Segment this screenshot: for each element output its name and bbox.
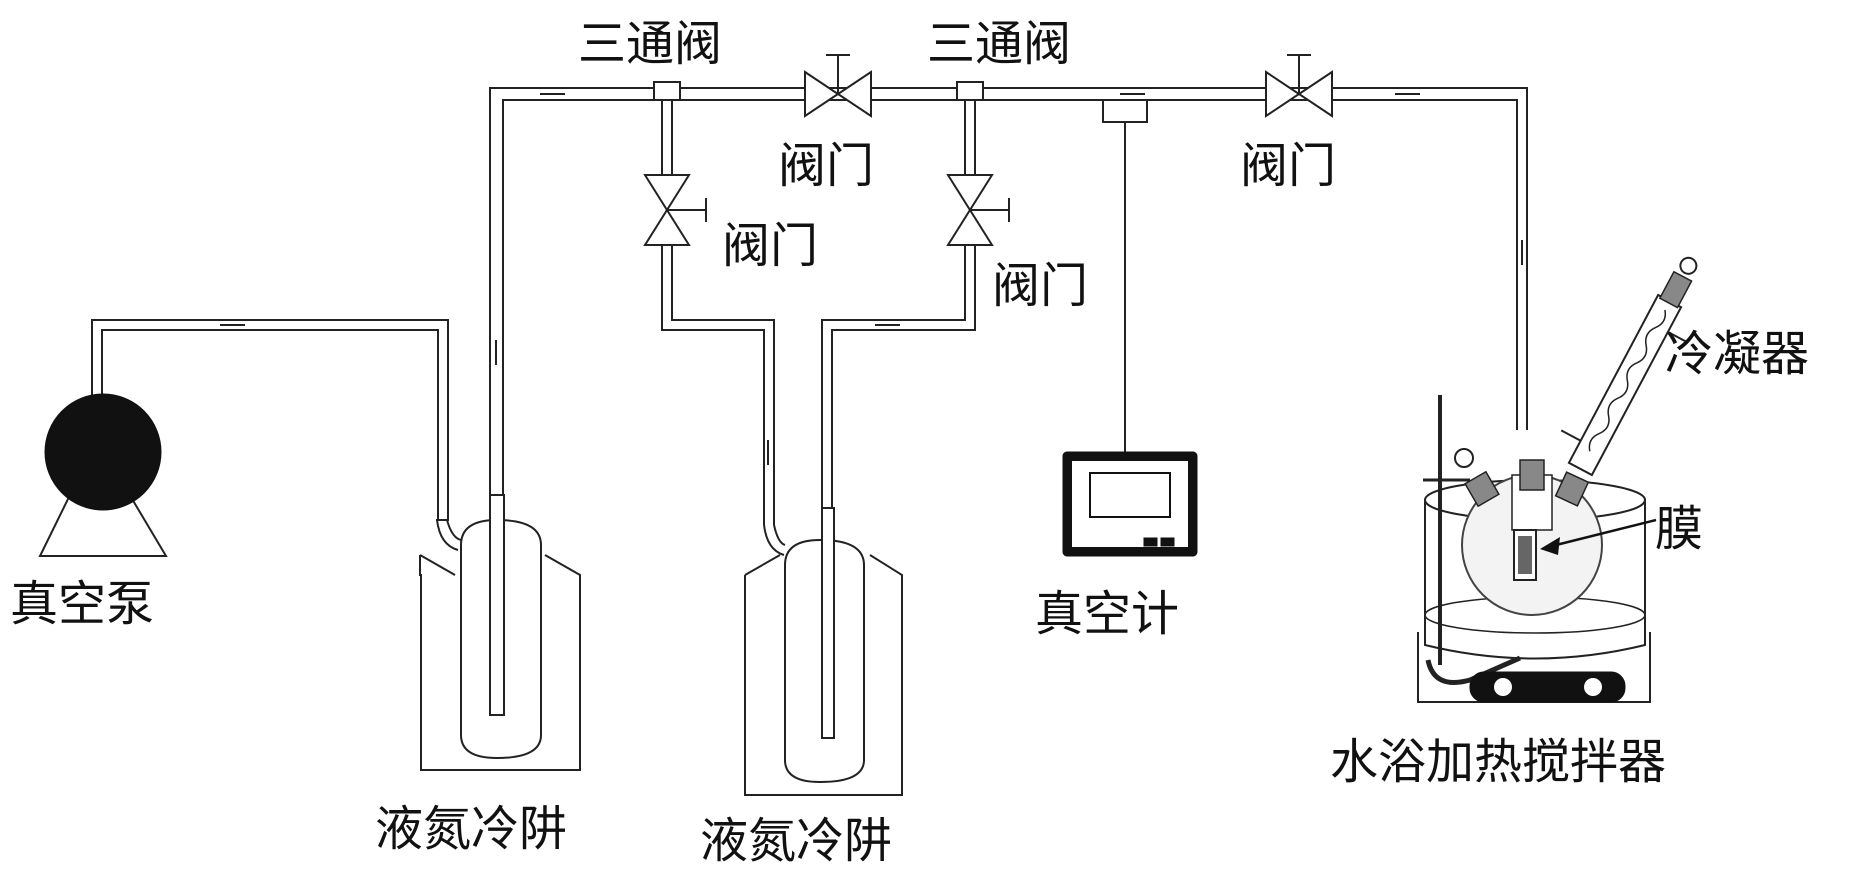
vacuum-pump-label: 真空泵: [10, 576, 154, 632]
valve-top-2-label: 阀门: [1240, 138, 1336, 194]
condenser-label: 冷凝器: [1665, 326, 1809, 382]
cold-trap-2-icon: [744, 507, 903, 796]
three-way-valve-2-label: 三通阀: [927, 16, 1071, 72]
pipe-network: [91, 87, 1528, 525]
three-way-valve-2-body: [956, 81, 984, 101]
valve-branch-1-symbol: [643, 174, 707, 246]
water-bath-stirrer-label: 水浴加热搅拌器: [1330, 734, 1666, 790]
cold-trap-1-icon: [419, 494, 581, 771]
three-way-valve-1-label: 三通阀: [578, 16, 722, 72]
three-way-valve-1-body: [653, 81, 681, 101]
valve-branch-1-label: 阀门: [722, 218, 818, 274]
cold-trap-1-label: 液氮冷阱: [375, 801, 567, 857]
vacuum-gauge-label: 真空计: [1035, 586, 1179, 642]
flow-arrow-marks: [220, 93, 1523, 465]
valve-branch-2-label: 阀门: [992, 258, 1088, 314]
cold-trap-2-label: 液氮冷阱: [700, 813, 892, 869]
gauge-tee-body: [1102, 99, 1148, 123]
valve-top-2-symbol: [1265, 54, 1333, 118]
vacuum-gauge-icon: [1062, 451, 1198, 557]
valve-top-1-symbol: [804, 54, 872, 118]
vacuum-pump-icon: [38, 393, 168, 557]
valve-branch-2-symbol: [946, 174, 1010, 246]
membrane-label: 膜: [1655, 501, 1703, 557]
valve-top-1-label: 阀门: [778, 138, 874, 194]
water-bath-stirrer-icon: [1417, 256, 1698, 703]
